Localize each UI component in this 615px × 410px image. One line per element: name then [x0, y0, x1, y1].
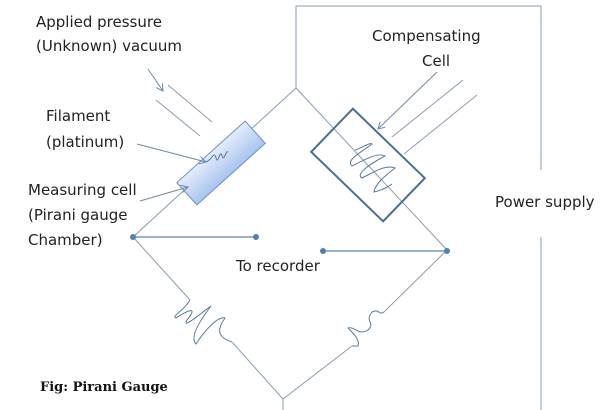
label-filament-line1: Filament [46, 107, 111, 125]
arrow-filament [136, 143, 206, 162]
label-compensating-cell-line2: Cell [422, 52, 451, 70]
label-to-recorder: To recorder [236, 257, 320, 275]
compensating-tube-lower [403, 94, 478, 155]
inlet-tube-left [155, 99, 201, 137]
arrow-applied-pressure [147, 68, 163, 91]
bridge-arm-right-lower [282, 249, 448, 400]
compensating-tube-upper [391, 79, 464, 138]
label-power-supply: Power supply [495, 193, 595, 211]
node-recorder-left [253, 234, 259, 240]
filament-coil [205, 151, 229, 163]
label-applied-pressure-line2: (Unknown) vacuum [36, 37, 183, 55]
label-measuring-cell-line1: Measuring cell [28, 181, 137, 199]
bridge-arm-right-upper [295, 87, 448, 251]
compensating-cell [309, 107, 427, 223]
node-left [130, 234, 136, 240]
power-supply-wire-top [295, 5, 542, 170]
bridge-arm-left-lower [132, 236, 284, 400]
measuring-cell [176, 120, 266, 206]
arrow-measuring-cell [139, 187, 188, 202]
label-measuring-cell-line2: (Pirani gauge [28, 206, 128, 224]
inlet-tube-right [167, 84, 213, 123]
label-applied-pressure-line1: Applied pressure [36, 13, 162, 31]
label-measuring-cell-line3: Chamber) [28, 231, 103, 249]
resistor-lower-left [174, 299, 233, 345]
resistor-lower-right [347, 310, 385, 347]
label-compensating-cell-line1: Compensating [372, 27, 481, 45]
node-right [444, 248, 450, 254]
label-filament-line2: (platinum) [46, 133, 125, 151]
node-recorder-right [320, 248, 326, 254]
arrow-compensating-cell [378, 71, 438, 129]
figure-caption: Fig: Pirani Gauge [40, 380, 168, 395]
compensating-filament-coil [349, 143, 396, 193]
